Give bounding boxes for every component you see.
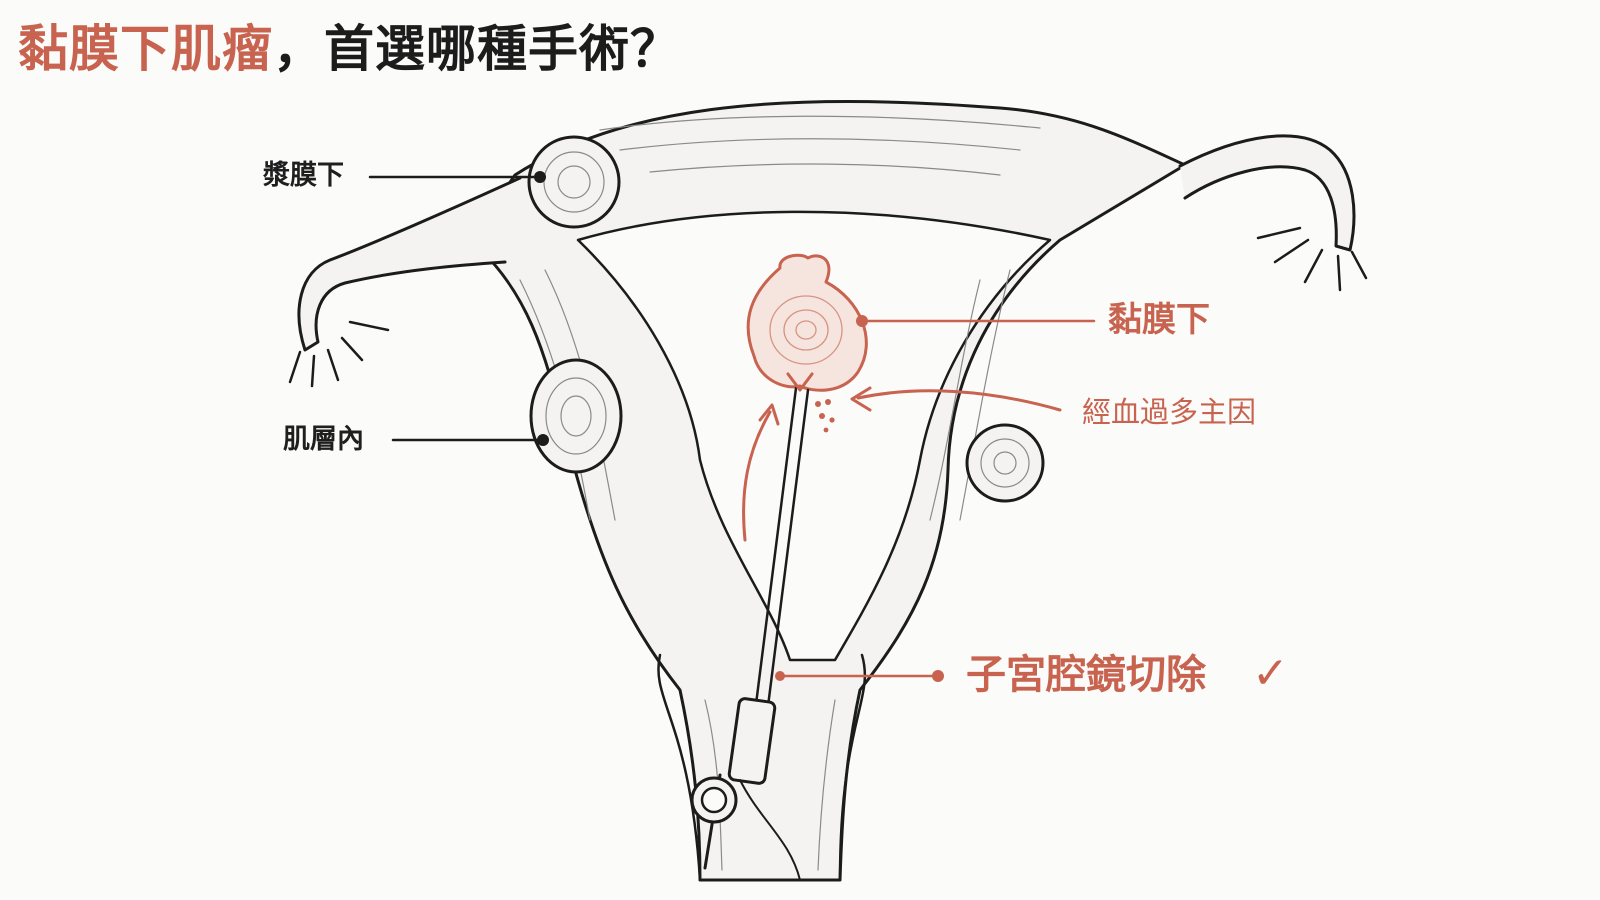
subserosal-fibroid [527, 135, 621, 229]
endometrial-cavity [576, 210, 1052, 662]
insertion-arrow [742, 410, 772, 542]
left-fimbriae [288, 320, 390, 388]
label-submucosal: 黏膜下 [1108, 300, 1210, 340]
bleeding-drops [815, 399, 835, 433]
left-fallopian-tube [297, 176, 522, 352]
check-icon: ✓ [1252, 648, 1289, 699]
right-intramural-fibroid [965, 423, 1045, 503]
hysteroscope [690, 372, 814, 881]
submucosal-fibroid [746, 253, 868, 392]
bleeding-arrow [856, 389, 1062, 412]
right-fimbriae [1256, 226, 1368, 292]
label-intramural: 肌層內 [283, 424, 364, 455]
label-subserosal: 漿膜下 [263, 160, 344, 191]
cervix-fold-left [657, 653, 702, 882]
label-hysteroscopy: 子宮腔鏡切除 [966, 652, 1206, 698]
page-title: 黏膜下肌瘤，首選哪種手術？ [18, 14, 681, 84]
cervix-fold-right [838, 653, 867, 882]
title-question: ，首選哪種手術？ [273, 20, 681, 78]
label-bleeding-cause: 經血過多主因 [1082, 395, 1257, 429]
title-highlight: 黏膜下肌瘤 [18, 20, 273, 78]
right-fallopian-tube [1178, 134, 1356, 252]
intramural-fibroid [529, 358, 623, 474]
